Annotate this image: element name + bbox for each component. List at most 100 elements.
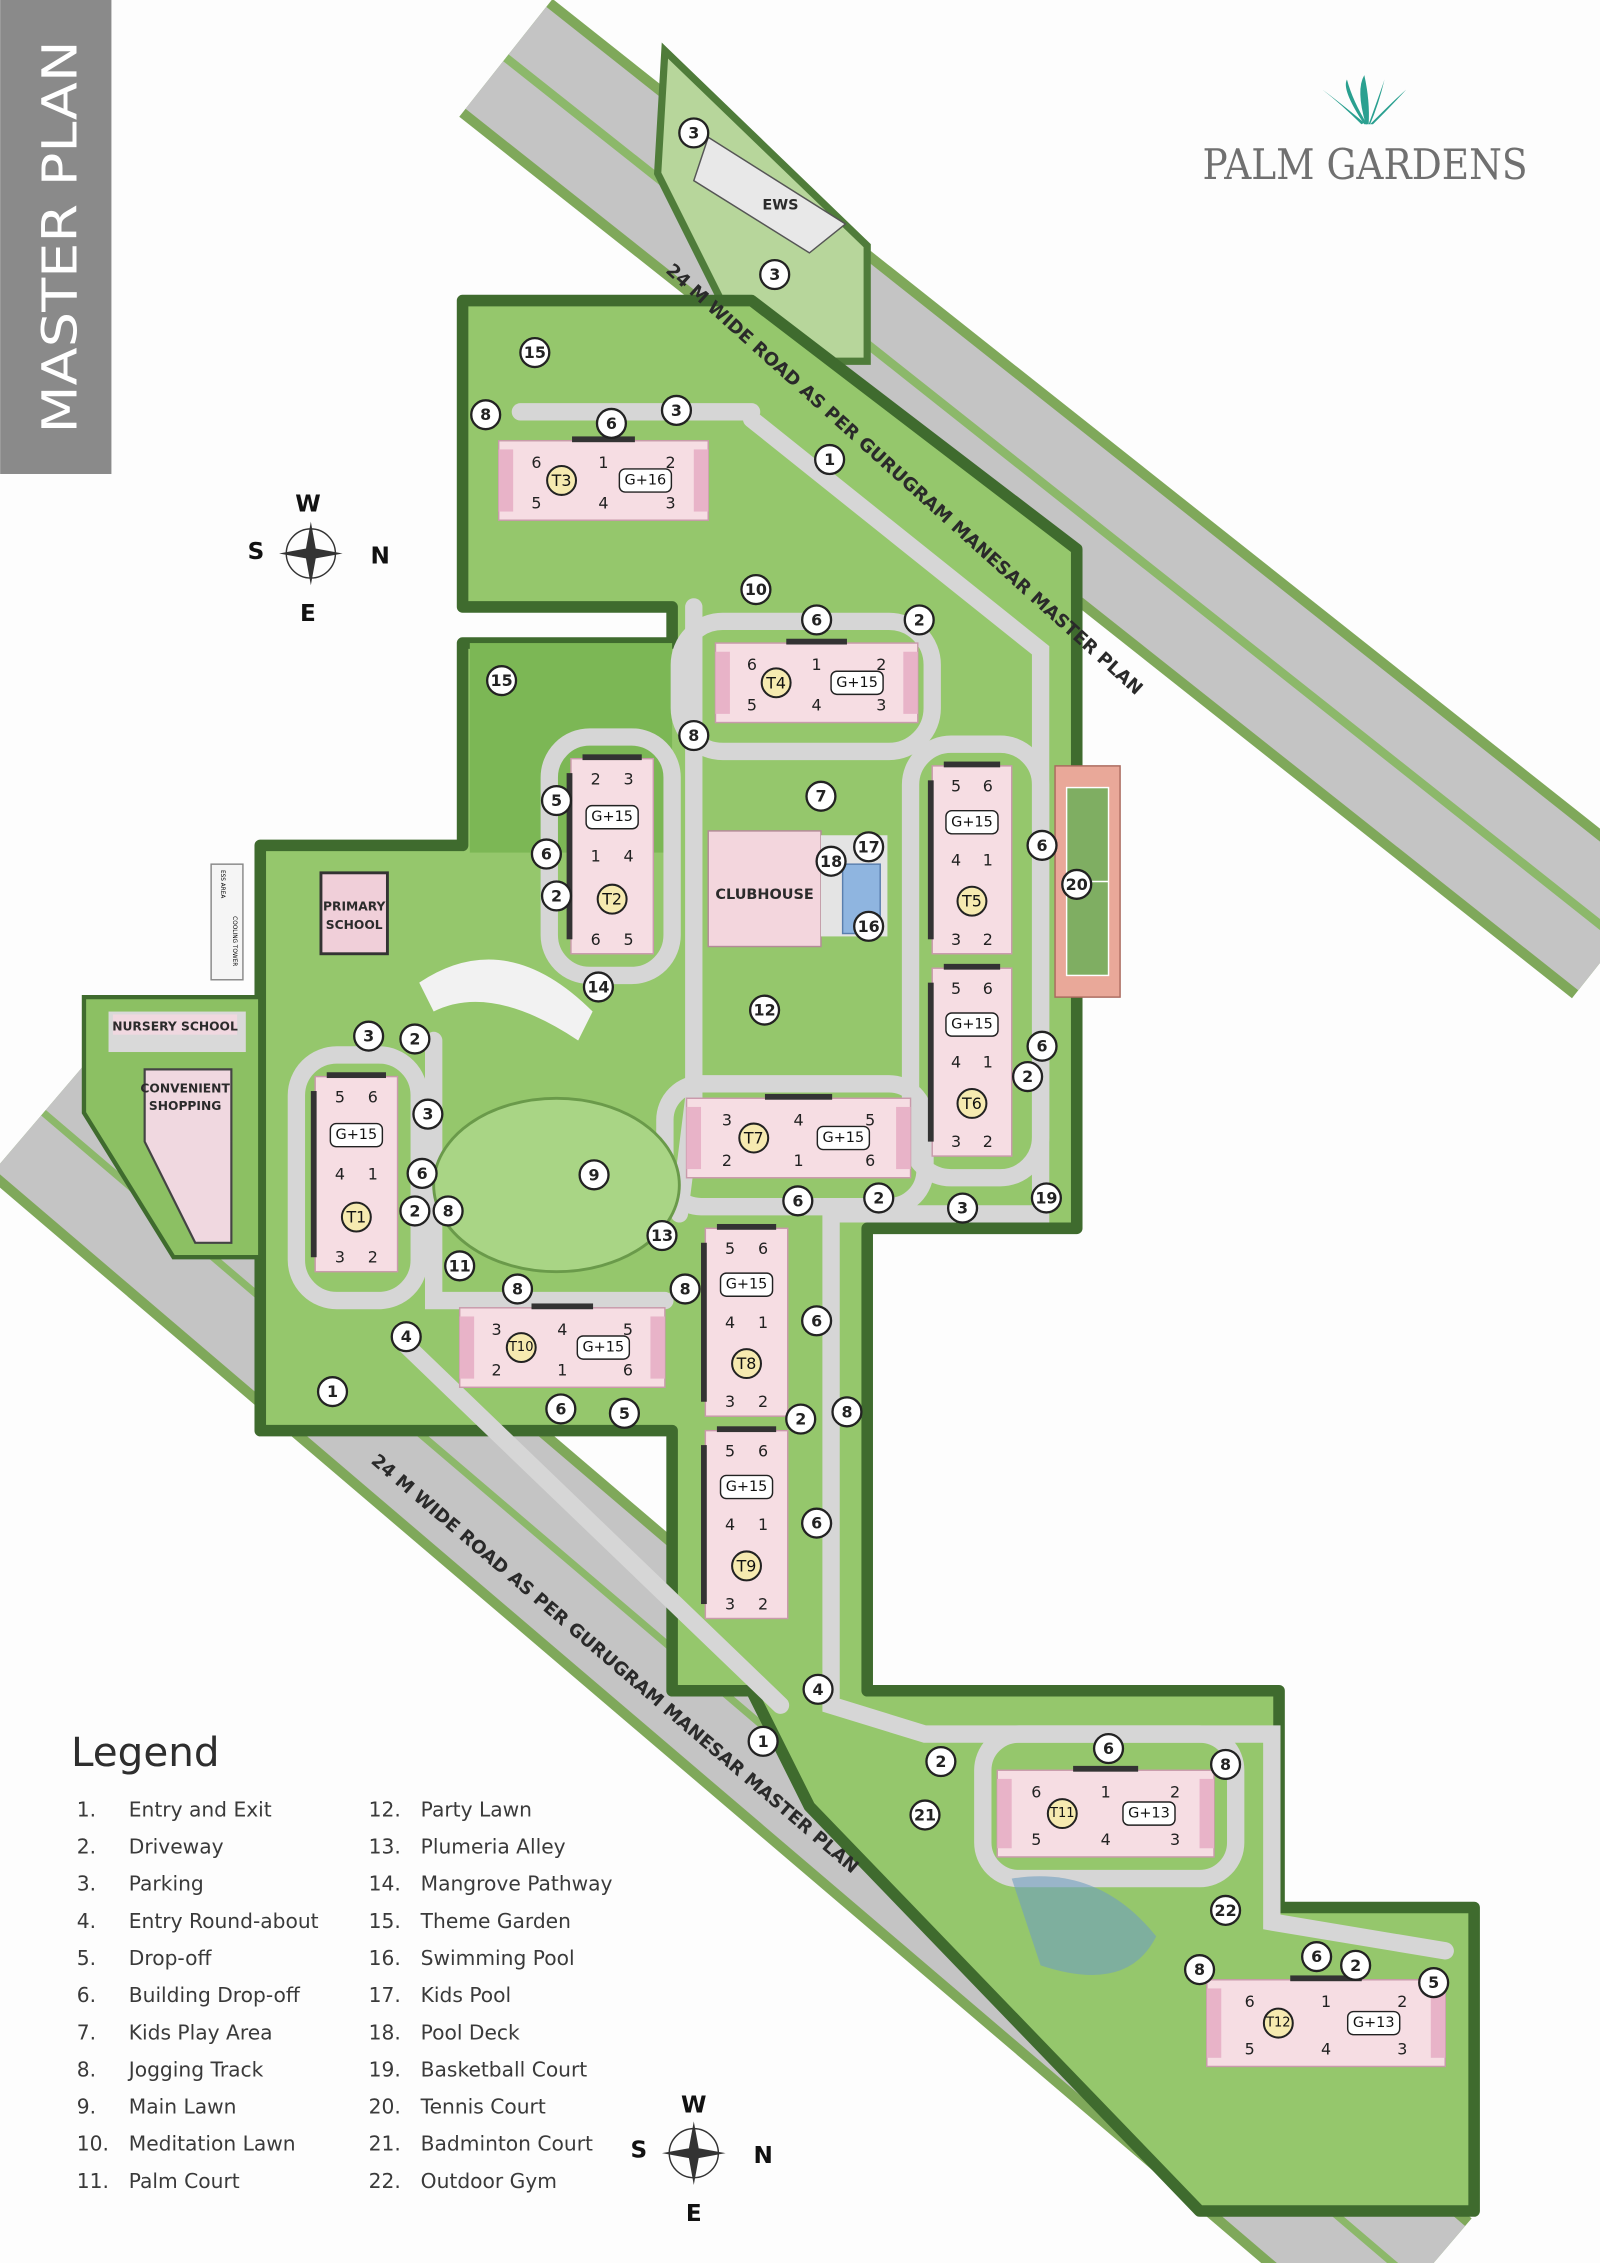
- marker-number: 5: [619, 1404, 630, 1423]
- marker-circle: [501, 1273, 534, 1305]
- legend-marker-19[interactable]: 19: [1030, 1182, 1062, 1214]
- marker-number: 1: [327, 1382, 338, 1401]
- tower-floors-label: G+15: [951, 1017, 993, 1033]
- legend-marker-1[interactable]: 1: [316, 1376, 349, 1408]
- legend-marker-2[interactable]: 2: [540, 880, 573, 912]
- legend-marker-2[interactable]: 2: [1011, 1060, 1044, 1093]
- tower-floors-label: G+15: [582, 1340, 624, 1356]
- marker-number: 6: [1103, 1739, 1114, 1758]
- legend-marker-22[interactable]: 22: [1209, 1894, 1242, 1927]
- legend-marker-6[interactable]: 6: [801, 1507, 833, 1539]
- legend-marker-6[interactable]: 6: [801, 1305, 833, 1337]
- legend-marker-7[interactable]: 7: [805, 780, 837, 812]
- legend-marker-6[interactable]: 6: [1301, 1941, 1333, 1973]
- legend-marker-2[interactable]: 2: [925, 1745, 957, 1778]
- tower-floors-badge: [719, 1474, 774, 1500]
- tower-core-number: 1: [812, 655, 822, 674]
- legend-marker-6[interactable]: 6: [530, 838, 562, 870]
- legend-marker-3[interactable]: 3: [353, 1020, 385, 1052]
- legend-marker-8[interactable]: 8: [831, 1396, 863, 1428]
- tower-id-label: T2: [601, 890, 622, 909]
- legend-marker-12[interactable]: 12: [748, 994, 781, 1026]
- legend-marker-16[interactable]: 16: [853, 910, 885, 942]
- legend-marker-21[interactable]: 21: [909, 1799, 941, 1831]
- legend-marker-6[interactable]: 6: [1026, 829, 1058, 861]
- legend-marker-2[interactable]: 2: [903, 604, 935, 636]
- legend-item: 6.Building Drop-off: [77, 1983, 301, 2007]
- legend-marker-4[interactable]: 4: [390, 1321, 422, 1353]
- legend-marker-15[interactable]: 15: [485, 665, 518, 697]
- legend-marker-2[interactable]: 2: [1340, 1949, 1372, 1981]
- tower-core-number: 5: [335, 1087, 345, 1106]
- marker-circle: [444, 1250, 476, 1282]
- legend-marker-6[interactable]: 6: [801, 604, 833, 636]
- legend-marker-8[interactable]: 8: [470, 399, 502, 431]
- legend-marker-8[interactable]: 8: [678, 719, 710, 752]
- legend-marker-4[interactable]: 4: [802, 1673, 834, 1705]
- legend-marker-2[interactable]: 2: [863, 1182, 895, 1214]
- legend-marker-1[interactable]: 1: [747, 1725, 779, 1757]
- marker-number: 16: [858, 917, 880, 936]
- legend-item-number: 4.: [77, 1909, 96, 1933]
- legend-marker-5[interactable]: 5: [608, 1397, 641, 1429]
- legend-marker-3[interactable]: 3: [759, 258, 791, 291]
- marker-number: 4: [401, 1327, 412, 1346]
- legend-marker-5[interactable]: 5: [540, 784, 573, 817]
- tower-roof-edge: [310, 1091, 317, 1258]
- legend-marker-6[interactable]: 6: [1026, 1030, 1058, 1062]
- legend-marker-8[interactable]: 8: [669, 1273, 701, 1305]
- legend-marker-2[interactable]: 2: [399, 1023, 431, 1055]
- legend-marker-2[interactable]: 2: [399, 1195, 431, 1227]
- marker-number: 2: [409, 1030, 420, 1049]
- tower-wing: [1206, 1988, 1222, 2058]
- marker-circle: [399, 1195, 431, 1227]
- legend-marker-20[interactable]: 20: [1061, 868, 1093, 900]
- tower-core-number: 2: [758, 1595, 768, 1614]
- legend-marker-6[interactable]: 6: [782, 1185, 814, 1217]
- marker-number: 22: [1215, 1901, 1237, 1920]
- legend-marker-3[interactable]: 3: [660, 394, 693, 427]
- legend-marker-11[interactable]: 11: [444, 1250, 476, 1282]
- legend-marker-1[interactable]: 1: [814, 443, 846, 476]
- legend-marker-6[interactable]: 6: [1092, 1732, 1125, 1765]
- legend-marker-8[interactable]: 8: [1183, 1954, 1216, 1986]
- legend-marker-10[interactable]: 10: [740, 573, 772, 606]
- legend-marker-8[interactable]: 8: [1209, 1748, 1242, 1781]
- legend-item-label: Meditation Lawn: [129, 2132, 296, 2156]
- legend-item-number: 17.: [369, 1983, 401, 2007]
- legend-marker-5[interactable]: 5: [1418, 1967, 1450, 1999]
- legend-marker-14[interactable]: 14: [582, 971, 615, 1003]
- legend-marker-6[interactable]: 6: [595, 407, 628, 440]
- tower-wing: [498, 449, 514, 512]
- legend-marker-6[interactable]: 6: [545, 1393, 577, 1425]
- legend-marker-2[interactable]: 2: [785, 1403, 817, 1435]
- legend-marker-3[interactable]: 3: [678, 117, 710, 149]
- marker-number: 2: [1350, 1956, 1361, 1975]
- legend-marker-13[interactable]: 13: [646, 1219, 678, 1252]
- legend-marker-9[interactable]: 9: [578, 1159, 610, 1191]
- legend-marker-17[interactable]: 17: [853, 831, 885, 863]
- legend-marker-8[interactable]: 8: [432, 1195, 464, 1227]
- tower-wing: [650, 1316, 665, 1379]
- legend-marker-3[interactable]: 3: [412, 1098, 444, 1130]
- legend-marker-15[interactable]: 15: [519, 336, 551, 369]
- legend-marker-8[interactable]: 8: [501, 1273, 534, 1305]
- legend-marker-3[interactable]: 3: [946, 1192, 979, 1224]
- tower-footprint: [685, 1097, 912, 1179]
- legend-marker-18[interactable]: 18: [815, 845, 847, 877]
- tower-core-number: 6: [531, 453, 541, 472]
- legend-marker-6[interactable]: 6: [406, 1157, 438, 1190]
